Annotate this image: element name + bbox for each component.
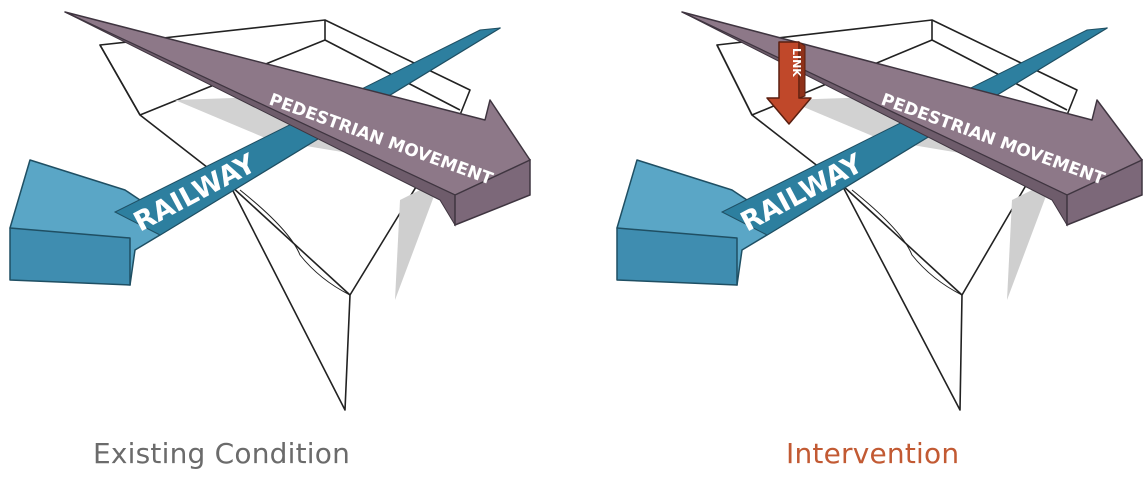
shadow bbox=[1007, 180, 1052, 300]
link-arrow: LINK bbox=[766, 41, 812, 125]
panel-intervention: RAILWAY PEDESTRIAN MOVEMENT LINK Interve… bbox=[587, 0, 1147, 479]
shadow bbox=[395, 180, 440, 300]
caption-intervention: Intervention bbox=[786, 437, 960, 470]
panel-existing: RAILWAY PEDESTRIAN MOVEMENT Existing Con… bbox=[0, 0, 560, 479]
intervention-diagram: RAILWAY PEDESTRIAN MOVEMENT LINK bbox=[616, 11, 1143, 411]
link-label: LINK bbox=[790, 48, 803, 77]
caption-existing: Existing Condition bbox=[93, 437, 351, 470]
existing-diagram: RAILWAY PEDESTRIAN MOVEMENT bbox=[9, 11, 531, 411]
